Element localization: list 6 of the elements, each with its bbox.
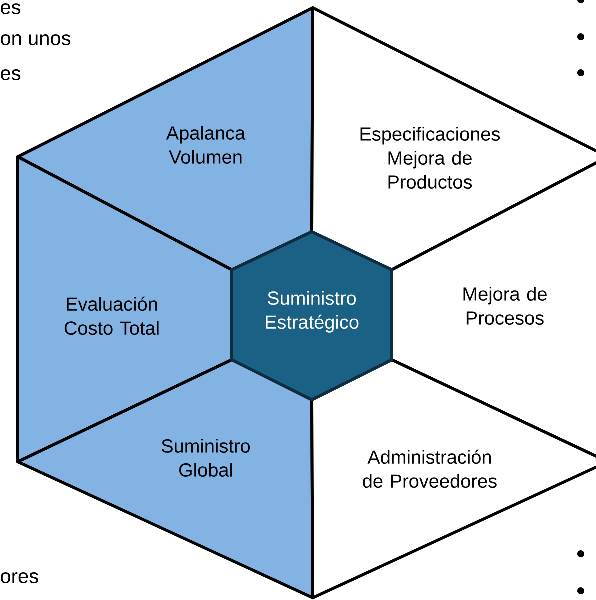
node-label: Especificaciones Mejora de Productos [360, 127, 500, 189]
node-label: Administración de Proveedores [363, 450, 497, 488]
node-label: Mejora de Procesos [464, 287, 547, 325]
hexagon-segment: Administración de Proveedores [310, 358, 596, 600]
hexagon-segment: Especificaciones Mejora de Productos [310, 6, 596, 272]
center-hexagon: Suministro Estratégico [230, 230, 394, 402]
